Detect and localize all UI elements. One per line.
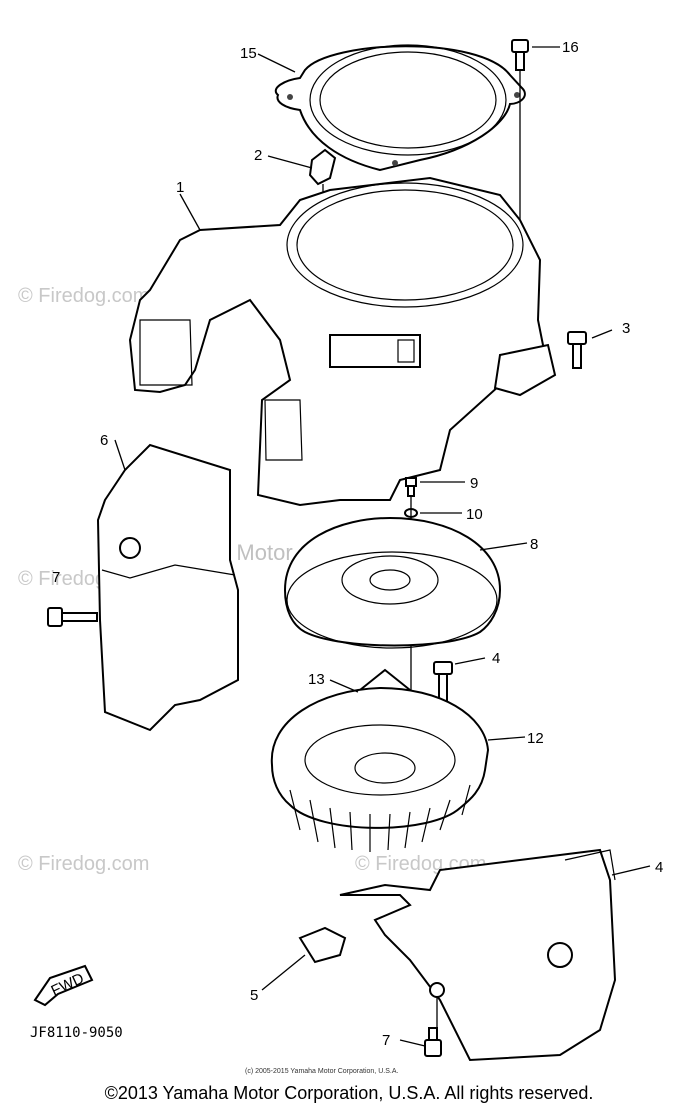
part-6-cover: [96, 443, 239, 732]
callout-10: 10: [466, 506, 483, 523]
leader-lines: [114, 46, 651, 1047]
callout-6: 6: [100, 432, 108, 449]
callouts: 15 16 2 1 3 6 9 10 8 7 4 13 12 4 5 7: [52, 39, 663, 1049]
callout-9: 9: [470, 475, 478, 492]
part-3-bolt: [567, 331, 587, 369]
part-15-gasket: [274, 44, 526, 172]
part-16-bolt: [511, 39, 529, 225]
diagram-code: JF8110-9050: [30, 1025, 123, 1041]
watermark-firedog: © Firedog.com: [18, 285, 149, 307]
fwd-arrow-icon: FWD: [33, 964, 94, 1007]
callout-4: 4: [492, 650, 500, 667]
callout-12: 12: [527, 730, 544, 747]
callout-7: 7: [52, 569, 60, 586]
part-4-lower-cover: [339, 848, 617, 1062]
small-copyright: (c) 2005-2015 Yamaha Motor Corporation, …: [245, 1068, 398, 1075]
part-12-fan: [270, 686, 490, 852]
part-7-bolt-left: [47, 607, 98, 627]
callout-13: 13: [308, 671, 325, 688]
callout-1: 1: [176, 179, 184, 196]
part-7-bolt-bottom: [424, 1027, 442, 1057]
callout-3: 3: [622, 320, 630, 337]
part-5-pad: [298, 926, 347, 964]
callout-15: 15: [240, 45, 257, 62]
footer-copyright: ©2013 Yamaha Motor Corporation, U.S.A. A…: [104, 1083, 594, 1103]
callout-2: 2: [254, 147, 262, 164]
callout-5: 5: [250, 987, 258, 1004]
part-1-shroud: [128, 176, 557, 507]
callout-8: 8: [530, 536, 538, 553]
callout-16: 16: [562, 39, 579, 56]
part-8-flywheel: [283, 516, 502, 649]
watermark-firedog: © Firedog.com: [18, 853, 149, 875]
callout-7: 7: [382, 1032, 390, 1049]
part-9-screw: [405, 477, 417, 497]
callout-4: 4: [655, 859, 663, 876]
